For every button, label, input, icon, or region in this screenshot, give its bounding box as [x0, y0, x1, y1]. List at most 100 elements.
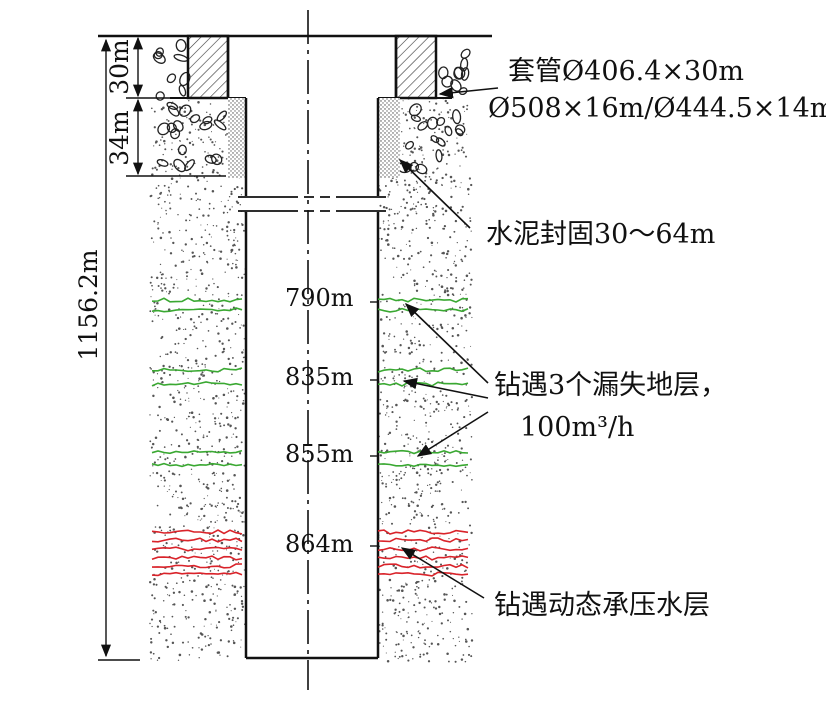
stipple-dot	[241, 402, 245, 405]
stipple-dot	[162, 232, 164, 234]
stipple-dot	[424, 442, 427, 444]
stipple-dot	[212, 550, 214, 552]
stipple-dot	[402, 634, 405, 638]
stipple-dot	[411, 323, 413, 325]
stipple-dot	[180, 365, 183, 368]
stipple-dot	[392, 377, 395, 380]
stipple-dot	[239, 327, 241, 329]
stipple-dot	[225, 225, 229, 229]
stipple-dot	[189, 318, 193, 321]
stipple-dot	[417, 251, 420, 255]
stipple-dot	[406, 214, 409, 217]
stipple-dot	[234, 417, 237, 420]
stipple-dot	[181, 641, 185, 644]
stipple-dot	[213, 474, 216, 477]
stipple-dot	[205, 290, 207, 292]
stipple-dot	[161, 289, 164, 292]
stipple-dot	[243, 585, 245, 588]
stipple-dot	[229, 426, 231, 428]
stipple-dot	[427, 514, 430, 517]
stipple-dot	[229, 208, 231, 211]
stipple-dot	[419, 655, 422, 658]
stipple-dot	[218, 489, 221, 492]
stipple-dot	[444, 553, 447, 557]
formation-line	[377, 307, 469, 313]
stipple-dot	[441, 508, 444, 510]
stipple-dot	[403, 444, 406, 448]
stipple-dot	[219, 257, 222, 260]
stipple-dot	[433, 410, 436, 413]
stipple-dot	[183, 551, 186, 554]
stipple-dot	[411, 390, 413, 392]
formation-layers	[151, 297, 469, 577]
stipple-dot	[156, 302, 159, 305]
stipple-dot	[404, 374, 406, 376]
stipple-dot	[390, 522, 394, 525]
stipple-dot	[407, 443, 409, 445]
stipple-dot	[426, 399, 428, 401]
stipple-dot	[171, 543, 173, 545]
stipple-dot	[196, 438, 199, 441]
stipple-dot	[230, 192, 233, 196]
stipple-dot	[227, 238, 230, 241]
stipple-dot	[459, 209, 463, 212]
stipple-dot	[208, 431, 211, 433]
stipple-dot	[378, 412, 381, 415]
stipple-dot	[406, 621, 408, 623]
stipple-dot	[402, 100, 404, 102]
stipple-dot	[410, 195, 413, 198]
stipple-dot	[423, 197, 426, 201]
stipple-dot	[468, 645, 470, 648]
stipple-dot	[437, 456, 439, 458]
stipple-dot	[163, 626, 167, 630]
stipple-dot	[202, 304, 205, 307]
stipple-dot	[435, 275, 438, 278]
stipple-dot	[207, 634, 209, 637]
stipple-dot	[401, 434, 403, 436]
stipple-dot	[208, 526, 211, 528]
stipple-dot	[379, 318, 383, 321]
stipple-dot	[177, 659, 180, 661]
stipple-dot	[461, 325, 463, 327]
stipple-dot	[386, 449, 389, 452]
stipple-dot	[454, 280, 458, 283]
stipple-dot	[213, 417, 217, 420]
stipple-dot	[446, 444, 450, 447]
stipple-dot	[209, 113, 212, 116]
stipple-dot	[469, 472, 471, 474]
stipple-dot	[415, 491, 418, 494]
stipple-dot	[194, 430, 197, 433]
stipple-dot	[464, 255, 467, 258]
stipple-dot	[414, 588, 417, 591]
stipple-dot	[406, 433, 409, 436]
stipple-dot	[212, 168, 215, 172]
stipple-dot	[227, 199, 229, 202]
pebble	[438, 66, 449, 80]
stipple-dot	[398, 610, 401, 613]
stipple-dot	[452, 294, 455, 297]
stipple-dot	[233, 594, 235, 596]
stipple-dot	[186, 138, 189, 141]
stipple-dot	[163, 616, 165, 618]
stipple-dot	[470, 639, 474, 642]
stipple-dot	[182, 311, 184, 314]
stipple-dot	[169, 252, 173, 255]
stipple-dot	[176, 279, 178, 281]
total-depth-label: 1156.2m	[74, 249, 103, 360]
stipple-dot	[221, 228, 224, 231]
stipple-dot	[240, 294, 243, 296]
stipple-dot	[422, 266, 425, 269]
stipple-dot	[207, 643, 211, 647]
stipple-dot	[203, 398, 205, 401]
stipple-dot	[405, 330, 408, 333]
stipple-dot	[188, 259, 190, 261]
stipple-dot	[383, 442, 387, 446]
stipple-dot	[190, 198, 193, 200]
stipple-dot	[154, 436, 158, 440]
stipple-dot	[442, 400, 444, 403]
stipple-dot	[214, 521, 217, 523]
stipple-dot	[193, 567, 196, 570]
stipple-dot	[428, 176, 431, 178]
stipple-dot	[461, 552, 464, 555]
stipple-dot	[162, 600, 165, 602]
